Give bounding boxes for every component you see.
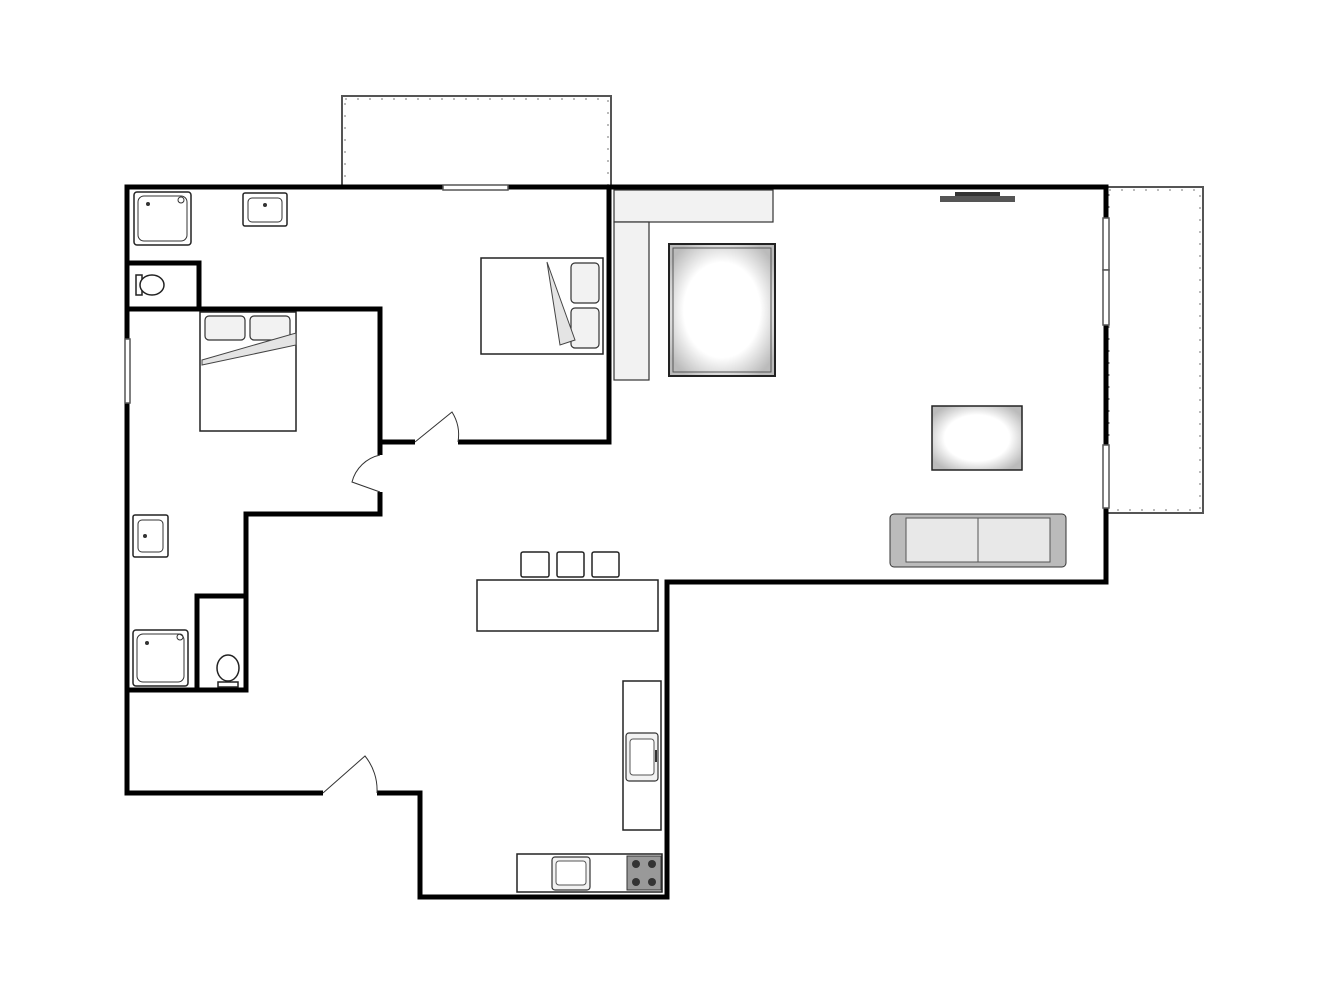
sink-icon (625, 732, 659, 782)
bar-stools (520, 551, 620, 578)
door-bedroom-1[interactable] (414, 411, 460, 446)
sofa-icon (889, 513, 1067, 568)
windows (124, 184, 1110, 509)
kitchen-counter-bottom (516, 853, 663, 893)
sink-icon (132, 514, 169, 558)
rug-icon (668, 243, 776, 377)
bed-icon (480, 257, 604, 355)
door-bedroom-2[interactable] (351, 454, 384, 493)
door-entrance[interactable] (322, 755, 378, 797)
stove-icon (626, 855, 662, 891)
sink-icon (242, 192, 288, 227)
shower-icon (133, 191, 192, 246)
toilet-icon (216, 654, 240, 688)
sink-icon (551, 856, 591, 891)
shower-icon (132, 629, 189, 687)
kitchen-counter-right (622, 680, 662, 831)
tv-icon (940, 192, 1015, 202)
balcony-top (341, 95, 612, 188)
bed-icon (199, 311, 297, 432)
kitchen-counter-top (613, 189, 774, 381)
coffee-table-icon (931, 405, 1023, 471)
toilet-icon (135, 274, 165, 296)
balcony-right (1105, 186, 1204, 514)
kitchen-island-icon (476, 579, 659, 632)
